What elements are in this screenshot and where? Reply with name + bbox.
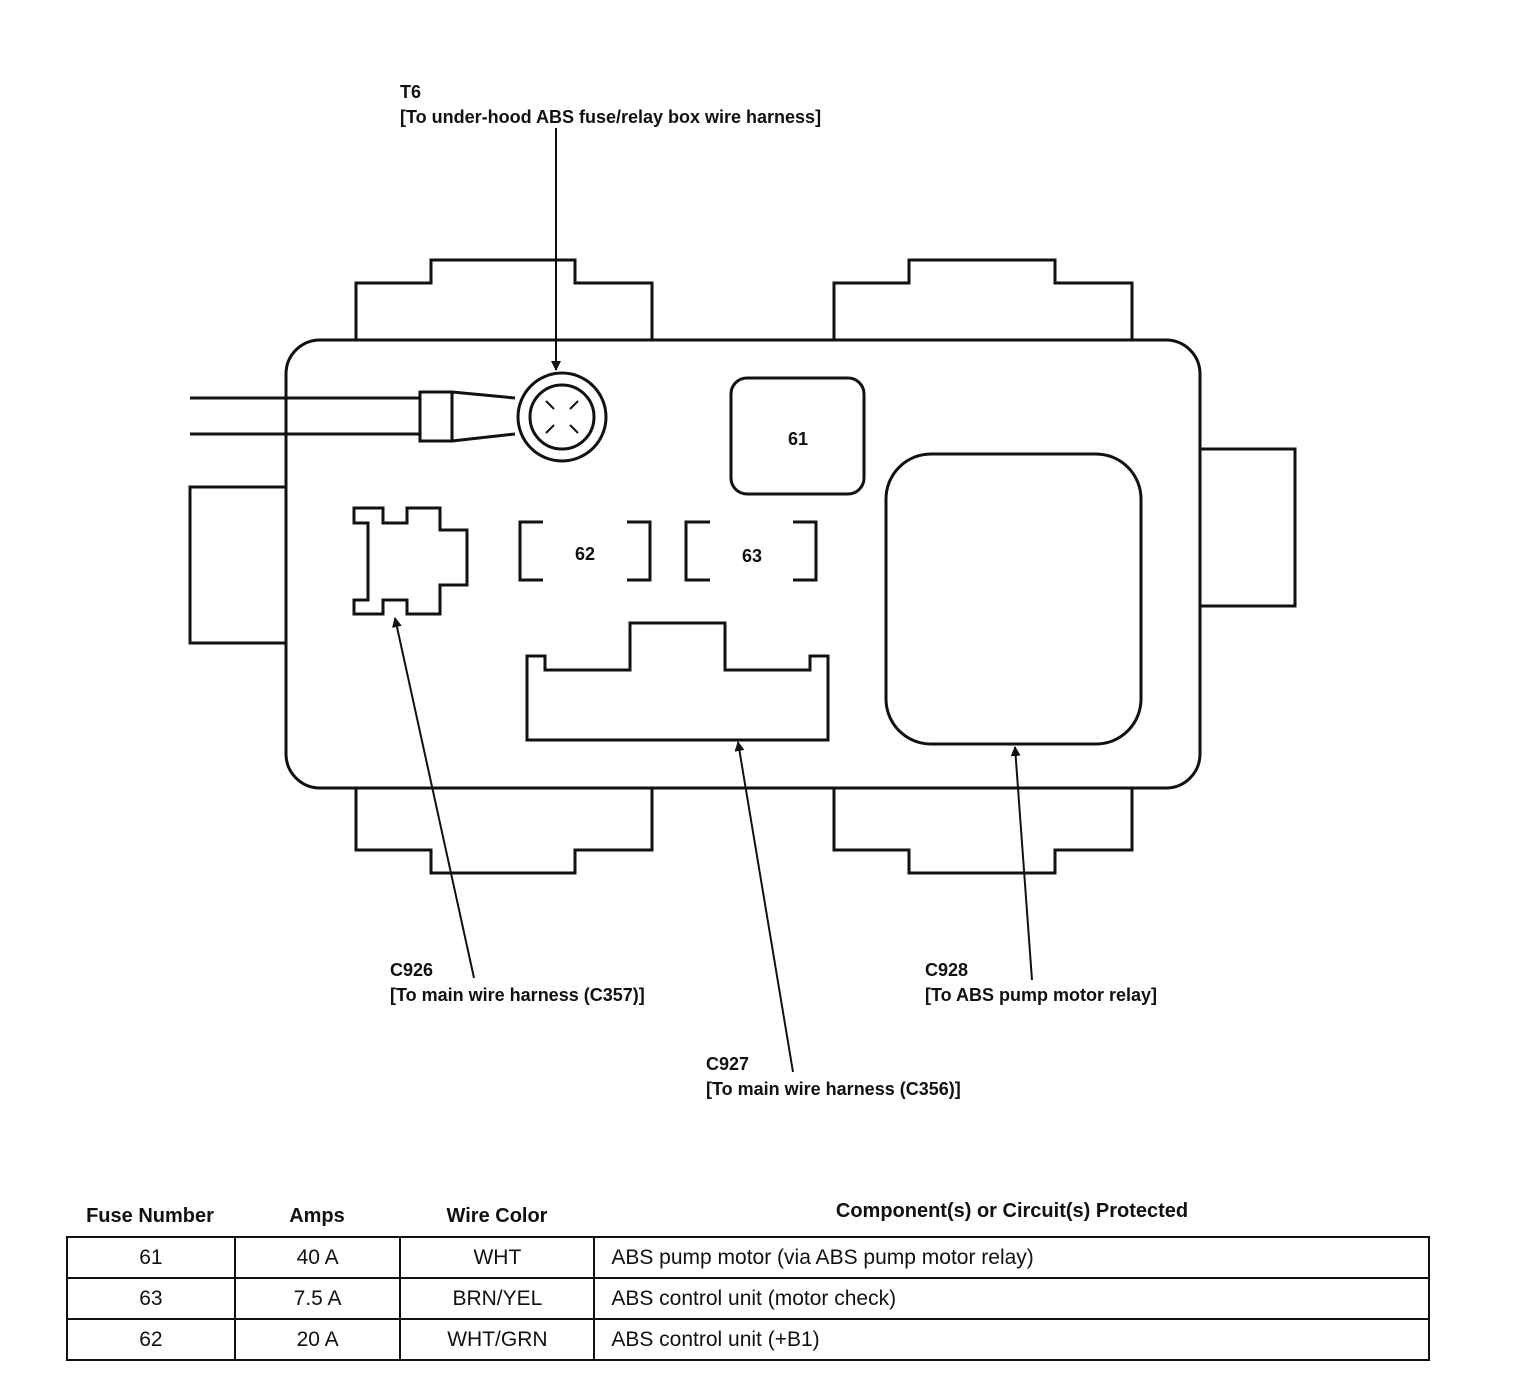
callout-c926-id: C926	[390, 960, 434, 980]
fuse-61-label: 61	[788, 429, 808, 449]
mount-tab-top-left	[354, 258, 654, 340]
callout-c928-desc: [To ABS pump motor relay]	[925, 985, 1158, 1005]
fuse-box-body	[284, 338, 1202, 790]
cell-fuse-number: 61	[66, 1236, 236, 1279]
table-row: 62 20 A WHT/GRN ABS control unit (+B1)	[66, 1318, 1430, 1361]
fuse-63	[684, 520, 818, 582]
t6-cable-sleeve	[418, 390, 454, 443]
t6-crimp	[451, 390, 516, 443]
fuse-62	[518, 520, 652, 582]
connector-c926	[352, 506, 469, 616]
connector-c928	[884, 452, 1143, 746]
cell-wire-color: BRN/YEL	[399, 1277, 596, 1320]
header-fuse-number: Fuse Number	[86, 1205, 214, 1227]
table-row: 61 40 A WHT ABS pump motor (via ABS pump…	[66, 1236, 1430, 1279]
t6-terminal-cross	[545, 400, 579, 434]
mount-tab-bottom-right	[832, 788, 1134, 875]
callout-c928: C928 [To ABS pump motor relay]	[925, 958, 1157, 1008]
cell-wire-color: WHT/GRN	[399, 1318, 596, 1361]
header-components: Component(s) or Circuit(s) Protected	[835, 1200, 1189, 1222]
callout-t6-desc: [To under-hood ABS fuse/relay box wire h…	[400, 107, 822, 127]
callout-c926-desc: [To main wire harness (C357)]	[390, 985, 645, 1005]
cell-wire-color: WHT	[399, 1236, 596, 1279]
cell-amps: 40 A	[233, 1236, 402, 1279]
cell-amps: 20 A	[233, 1318, 402, 1361]
t6-terminal-outer	[516, 371, 608, 463]
connector-c927	[525, 621, 830, 742]
side-tab-right	[1200, 447, 1297, 608]
fuse-table: 61 40 A WHT ABS pump motor (via ABS pump…	[66, 1236, 1430, 1361]
callout-c928-id: C928	[925, 960, 969, 980]
mount-tab-bottom-left	[354, 788, 654, 875]
cell-amps: 7.5 A	[233, 1277, 402, 1320]
callout-t6-id: T6	[400, 82, 422, 102]
cell-component: ABS control unit (motor check)	[593, 1277, 1430, 1320]
header-amps: Amps	[289, 1205, 345, 1227]
fuse-62-label: 62	[575, 544, 595, 564]
cell-fuse-number: 62	[66, 1318, 236, 1361]
c927-leader	[734, 741, 794, 1073]
table-row: 63 7.5 A BRN/YEL ABS control unit (motor…	[66, 1277, 1430, 1320]
callout-c927-id: C927	[706, 1054, 750, 1074]
callout-c927-desc: [To main wire harness (C356)]	[706, 1079, 961, 1099]
fuse-63-label: 63	[742, 546, 762, 566]
fuse-61	[729, 376, 866, 496]
side-tab-left	[188, 485, 286, 645]
mount-tab-top-right	[832, 258, 1134, 340]
t6-terminal-inner	[528, 383, 596, 451]
callout-c926: C926 [To main wire harness (C357)]	[390, 958, 645, 1008]
cell-fuse-number: 63	[66, 1277, 236, 1320]
header-wire-color: Wire Color	[446, 1205, 548, 1227]
c926-leader	[392, 617, 475, 979]
callout-c927: C927 [To main wire harness (C356)]	[706, 1052, 961, 1102]
cell-component: ABS control unit (+B1)	[593, 1318, 1430, 1361]
cell-component: ABS pump motor (via ABS pump motor relay…	[593, 1236, 1430, 1279]
c928-leader	[1010, 746, 1033, 981]
callout-t6: T6 [To under-hood ABS fuse/relay box wir…	[400, 80, 821, 130]
